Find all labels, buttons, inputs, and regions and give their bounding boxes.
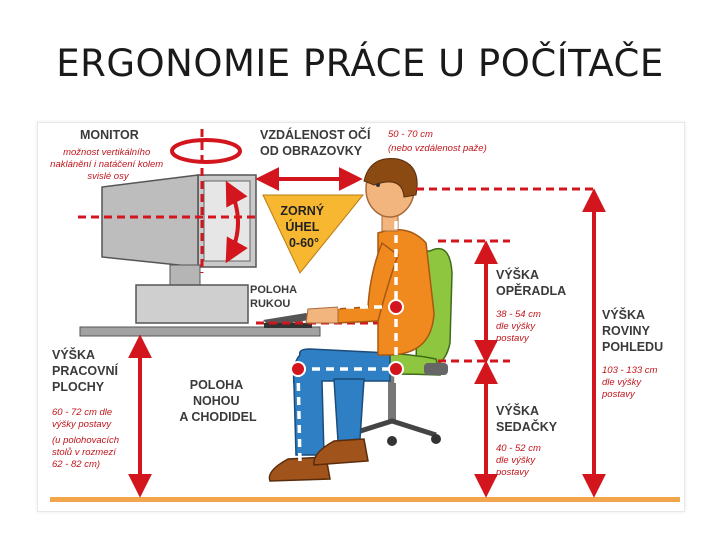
backrest-note: dle výšky xyxy=(496,321,536,332)
monitor-note-line: možnost vertikálního xyxy=(63,147,150,158)
viewing-angle-label: ZORNÝ xyxy=(280,203,324,218)
legs-heading: NOHOU xyxy=(193,394,240,408)
distance-note: 50 - 70 cm xyxy=(388,129,433,140)
svg-text:50 - 70 cm (nebo vzdálenos: 50 - 70 cm (nebo vzdálenost paže) xyxy=(388,129,487,154)
viewing-angle-label: ÚHEL xyxy=(285,219,319,234)
slide-title: ERGONOMIE PRÁCE U POČÍTAČE xyxy=(56,42,664,85)
person-illustration xyxy=(268,157,435,482)
monitor-note-line: naklánění i natáčení kolem xyxy=(50,159,163,170)
svg-text:POLOHA RUKOU: POLOHA RUKOU xyxy=(250,284,300,310)
hands-label: RUKOU xyxy=(250,298,290,310)
joint-marker-shoulder xyxy=(388,299,404,315)
viewing-angle-cone xyxy=(262,194,365,274)
seat-note: postavy xyxy=(495,467,530,478)
svg-text:40 - 52 cm dle výšky p: 40 - 52 cm dle výšky postavy xyxy=(495,443,544,478)
desk-heading: PLOCHY xyxy=(52,380,105,394)
svg-text:POLOHA NOHOU A CHODIDE: POLOHA NOHOU A CHODIDEL xyxy=(179,378,257,424)
eye-level-note: 103 - 133 cm xyxy=(602,365,658,376)
eye-level-heading: ROVINY xyxy=(602,324,651,338)
monitor-heading: MONITOR xyxy=(80,128,139,142)
svg-text:60 - 72 cm dle výšky posta: 60 - 72 cm dle výšky postavy (u polohova… xyxy=(52,407,122,470)
desk-note: stolů v rozmezí xyxy=(52,447,117,458)
distance-heading: VZDÁLENOST OČÍ xyxy=(260,127,371,142)
backrest-heading: OPĚRADLA xyxy=(496,283,566,298)
distance-note: (nebo vzdálenost paže) xyxy=(388,143,487,154)
viewing-angle-label: 0-60° xyxy=(289,236,319,250)
hands-label: POLOHA xyxy=(250,284,297,296)
desk-note: 60 - 72 cm dle xyxy=(52,407,112,418)
joint-marker-hip xyxy=(388,361,404,377)
svg-text:VÝŠKA PRACOVNÍ PLOCHY: VÝŠKA PRACOVNÍ PLOCHY xyxy=(52,347,121,394)
desk-note: (u polohovacích xyxy=(52,435,119,446)
legs-heading: POLOHA xyxy=(190,378,243,392)
seat-note: 40 - 52 cm xyxy=(496,443,541,454)
svg-text:VÝŠKA SEDAČKY: VÝŠKA SEDAČKY xyxy=(496,403,558,434)
backrest-note: postavy xyxy=(495,333,530,344)
floor-line xyxy=(50,497,680,502)
svg-text:VÝŠKA ROVINY POHLEDU: VÝŠKA ROVINY POHLEDU xyxy=(602,307,663,354)
svg-text:možnost vertikálního naklá: možnost vertikálního naklánění i natáčen… xyxy=(50,147,166,182)
svg-text:103 - 133 cm dle výšky: 103 - 133 cm dle výšky postavy xyxy=(601,365,660,400)
monitor-note-line: svislé osy xyxy=(87,171,129,182)
desk-heading: PRACOVNÍ xyxy=(52,363,119,378)
eye-level-note: postavy xyxy=(601,389,636,400)
desk-heading: VÝŠKA xyxy=(52,347,95,362)
joint-marker-knee xyxy=(290,361,306,377)
eye-level-heading: POHLEDU xyxy=(602,340,663,354)
seat-note: dle výšky xyxy=(496,455,536,466)
svg-text:ZORNÝ ÚHEL 0-60°: ZORNÝ ÚHEL 0-60° xyxy=(280,203,327,250)
svg-text:VÝŠKA OPĚRADLA: VÝŠKA OPĚRADLA xyxy=(496,267,566,298)
desk-note: výšky postavy xyxy=(52,419,112,430)
distance-heading: OD OBRAZOVKY xyxy=(260,144,363,158)
eye-level-heading: VÝŠKA xyxy=(602,307,645,322)
desk-note: 62 - 82 cm) xyxy=(52,459,100,470)
ergonomics-diagram: MONITOR možnost vertikálního naklánění i… xyxy=(37,122,685,512)
backrest-note: 38 - 54 cm xyxy=(496,309,541,320)
rotation-arrow-horizontal xyxy=(170,138,242,164)
tilt-arrow-vertical xyxy=(225,180,248,264)
seat-heading: SEDAČKY xyxy=(496,419,558,434)
eye-level-note: dle výšky xyxy=(602,377,642,388)
svg-text:VZDÁLENOST OČÍ OD OBRAZOVK: VZDÁLENOST OČÍ OD OBRAZOVKY xyxy=(260,127,374,158)
legs-heading: A CHODIDEL xyxy=(179,410,257,424)
seat-heading: VÝŠKA xyxy=(496,403,539,418)
backrest-heading: VÝŠKA xyxy=(496,267,539,282)
svg-text:38 - 54 cm dle výšky p: 38 - 54 cm dle výšky postavy xyxy=(495,309,544,344)
